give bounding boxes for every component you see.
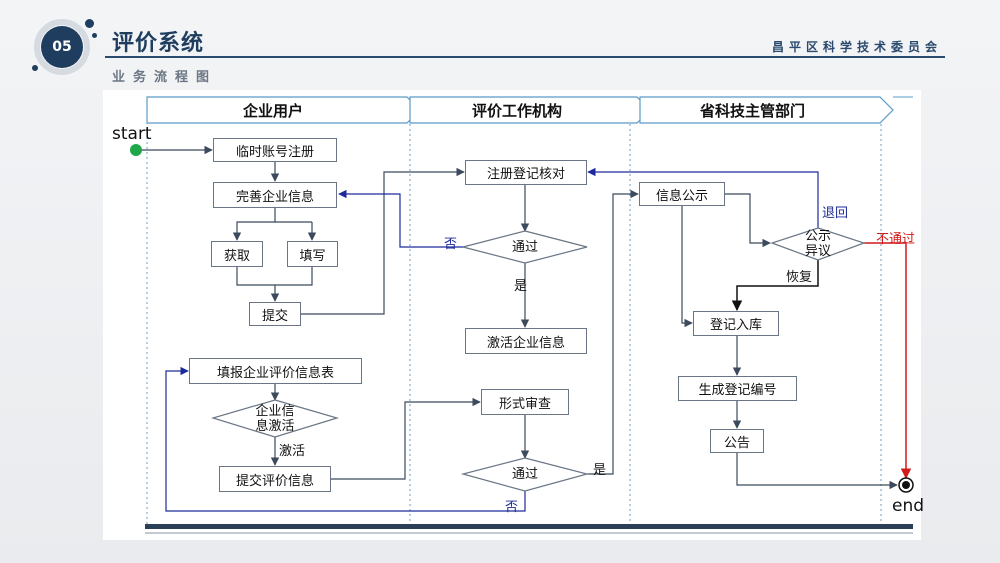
node-info-public: 信息公示 — [639, 182, 725, 206]
decor-dot — [32, 65, 38, 71]
lane-headers — [146, 96, 894, 124]
organization-name: 昌平区科学技术委员会 — [771, 40, 942, 54]
section-number: 05 — [41, 26, 83, 68]
decision-objection — [770, 227, 866, 261]
decision-activate — [210, 399, 340, 438]
node-submit: 提交 — [249, 302, 301, 326]
end-label: end — [892, 496, 925, 516]
node-obtain: 获取 — [211, 241, 263, 267]
label-no-2: 否 — [505, 500, 519, 515]
decor-dot — [85, 19, 94, 28]
decision-pass-1-text: 通过 — [511, 240, 538, 255]
decision-objection-text-2: 异议 — [804, 244, 831, 259]
label-fail: 不通过 — [876, 232, 916, 247]
label-yes-1: 是 — [514, 279, 528, 294]
node-fill: 填写 — [287, 241, 338, 267]
decision-pass-1 — [462, 230, 588, 264]
decision-objection-text-1: 公示 — [804, 229, 831, 244]
node-register-db: 登记入库 — [693, 311, 779, 336]
label-no-1: 否 — [444, 237, 458, 252]
decision-activate-text-1: 企业信 — [255, 404, 295, 419]
start-label: start — [112, 124, 152, 144]
decision-pass-2 — [460, 457, 590, 492]
node-formal-review: 形式审查 — [481, 389, 569, 415]
badge-ring — [34, 19, 90, 75]
page-title: 评价系统 — [112, 31, 205, 56]
node-announce: 公告 — [710, 429, 764, 453]
node-submit-eval: 提交评价信息 — [219, 466, 331, 492]
label-return: 退回 — [822, 206, 849, 221]
lane-provincial-department: 省科技主管部门 — [700, 102, 806, 120]
node-temp-register: 临时账号注册 — [213, 138, 337, 162]
section-badge: 05 — [30, 15, 100, 85]
decision-activate-text-2: 息激活 — [255, 419, 295, 434]
header-divider — [105, 56, 945, 58]
label-restore: 恢复 — [786, 270, 813, 285]
lane-evaluation-agency: 评价工作机构 — [472, 102, 563, 120]
start-node — [130, 144, 142, 156]
node-activate-info: 激活企业信息 — [465, 328, 587, 354]
lane-separators — [146, 97, 882, 524]
lane-enterprise-user: 企业用户 — [243, 102, 304, 120]
node-complete-info: 完善企业信息 — [213, 182, 337, 208]
page-subtitle: 业务流程图 — [112, 70, 218, 85]
label-activate: 激活 — [279, 444, 306, 459]
node-gen-number: 生成登记编号 — [678, 376, 797, 401]
label-yes-2: 是 — [593, 463, 607, 478]
bottom-bar — [145, 524, 913, 529]
decor-dot — [92, 33, 97, 38]
decision-pass-2-text: 通过 — [511, 467, 538, 482]
node-register-check: 注册登记核对 — [465, 160, 587, 185]
node-fill-form: 填报企业评价信息表 — [189, 358, 362, 384]
